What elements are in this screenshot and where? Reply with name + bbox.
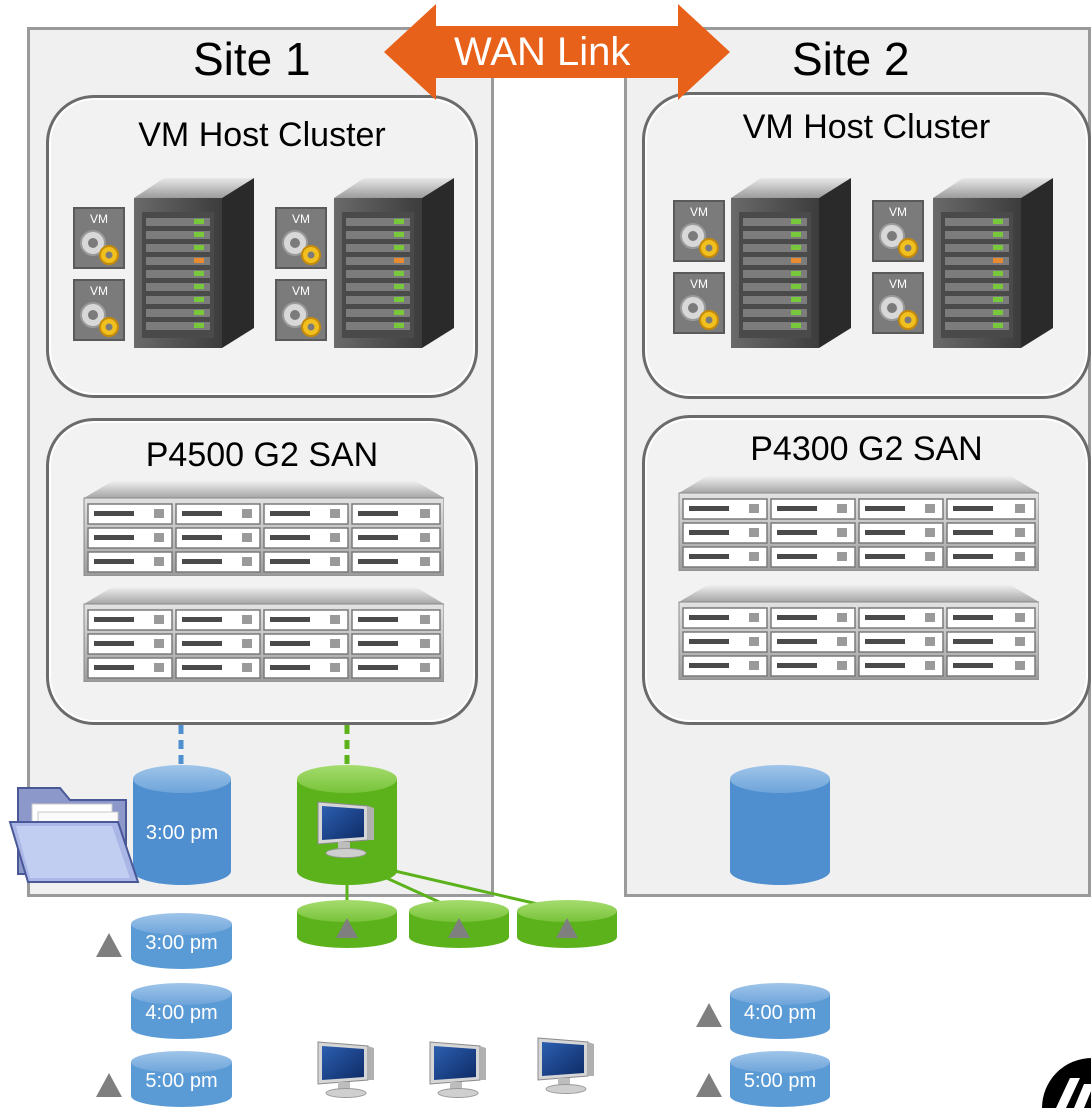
snapshot-cylinder	[131, 983, 232, 1039]
up-triangle-icon	[96, 933, 122, 957]
snapshot-cylinder	[730, 983, 830, 1039]
volume-cylinder-blue	[133, 765, 231, 885]
site1-title: Site 1	[193, 33, 311, 85]
snapshot-cylinder	[131, 1051, 232, 1107]
monitor-icon	[316, 1040, 376, 1098]
site1-cluster-title: VM Host Cluster	[138, 116, 386, 154]
site2-san-title: P4300 G2 SAN	[750, 430, 983, 468]
hp-logo-icon	[1042, 1058, 1091, 1108]
wan-link-arrow	[384, 4, 730, 100]
wan-link-label: WAN Link	[454, 30, 631, 74]
clone-cylinder-green	[297, 900, 397, 948]
up-triangle-icon	[96, 1073, 122, 1097]
snapshot-time: 4:00 pm	[743, 1002, 817, 1024]
snapshot-time: 4:00 pm	[145, 1002, 218, 1024]
up-triangle-icon	[696, 1073, 722, 1097]
site1-san-title: P4500 G2 SAN	[145, 436, 379, 474]
volume-cylinder-blue	[730, 765, 830, 885]
snapshot-cylinder	[730, 1051, 830, 1107]
clone-cylinder-green	[409, 900, 509, 948]
folder-icon	[8, 787, 140, 883]
monitor-icon	[428, 1040, 488, 1098]
snapshot-cylinder	[131, 913, 232, 969]
site1-volume-time: 3:00 pm	[145, 822, 219, 844]
monitor-icon	[536, 1036, 596, 1094]
snapshot-time: 5:00 pm	[743, 1070, 817, 1092]
site2-title: Site 2	[792, 33, 910, 85]
snapshot-time: 5:00 pm	[145, 1070, 218, 1092]
clone-cylinder-green	[517, 900, 617, 948]
snapshot-time: 3:00 pm	[145, 932, 218, 954]
site2-cluster-title: VM Host Cluster	[742, 108, 991, 146]
up-triangle-icon	[696, 1003, 722, 1027]
